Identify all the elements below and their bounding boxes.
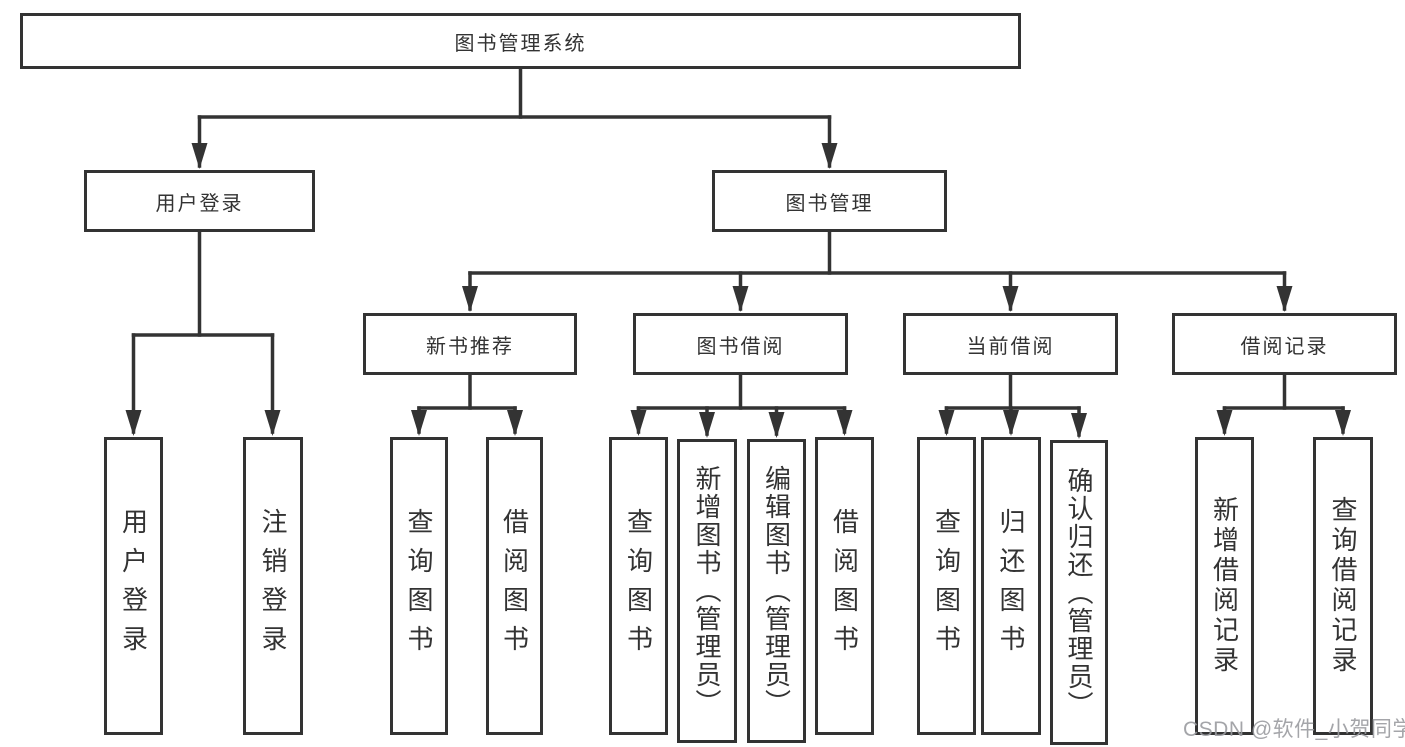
arrowheads bbox=[125, 143, 1351, 439]
node-label: 注销登录 bbox=[258, 508, 288, 664]
node-label: 查询图书 bbox=[623, 508, 654, 664]
leaf-query-borrowing-record: 查询借阅记录 bbox=[1313, 437, 1373, 735]
node-label: 借阅图书 bbox=[499, 508, 530, 664]
leaf-return-books: 归还图书 bbox=[981, 437, 1041, 735]
leaf-edit-books-admin: 编辑图书（管理员） bbox=[747, 439, 806, 743]
leaf-query-books: 查询图书 bbox=[390, 437, 448, 735]
node-library-management-system: 图书管理系统 bbox=[20, 13, 1021, 69]
node-current-borrowing: 当前借阅 bbox=[903, 313, 1118, 375]
leaf-add-books-admin: 新增图书（管理员） bbox=[677, 439, 737, 743]
leaf-logout: 注销登录 bbox=[243, 437, 303, 735]
node-label: 用户登录 bbox=[155, 192, 244, 215]
node-label: 查询图书 bbox=[931, 508, 962, 664]
node-new-book-recommendation: 新书推荐 bbox=[363, 313, 577, 375]
node-label: 归还图书 bbox=[996, 508, 1026, 664]
node-label: 图书管理 bbox=[785, 192, 874, 215]
leaf-confirm-return-admin: 确认归还（管理员） bbox=[1050, 440, 1108, 745]
leaf-query-books: 查询图书 bbox=[609, 437, 668, 735]
node-book-management: 图书管理 bbox=[712, 170, 947, 232]
node-label: 新增图书（管理员） bbox=[692, 465, 722, 717]
node-label: 新增借阅记录 bbox=[1209, 496, 1240, 676]
node-book-borrowing: 图书借阅 bbox=[633, 313, 848, 375]
leaf-user-login: 用户登录 bbox=[104, 437, 163, 735]
leaf-query-books: 查询图书 bbox=[917, 437, 976, 735]
node-label: 用户登录 bbox=[118, 508, 149, 664]
node-label: 图书借阅 bbox=[696, 335, 785, 358]
node-label: 新书推荐 bbox=[426, 335, 514, 358]
node-borrowing-records: 借阅记录 bbox=[1172, 313, 1397, 375]
node-label: 当前借阅 bbox=[966, 335, 1055, 358]
leaf-add-borrowing-record: 新增借阅记录 bbox=[1195, 437, 1254, 735]
node-label: 借阅记录 bbox=[1240, 335, 1329, 358]
node-label: 确认归还（管理员） bbox=[1064, 466, 1094, 719]
connector-lines bbox=[131, 66, 1345, 437]
leaf-borrow-books: 借阅图书 bbox=[815, 437, 874, 735]
node-label: 查询图书 bbox=[404, 508, 434, 664]
csdn-watermark: CSDN @软件_小贺同学 bbox=[1183, 718, 1405, 741]
leaf-borrow-books: 借阅图书 bbox=[486, 437, 543, 735]
node-user-login: 用户登录 bbox=[84, 170, 315, 232]
node-label: 查询借阅记录 bbox=[1328, 496, 1358, 676]
node-label: 借阅图书 bbox=[829, 508, 860, 664]
node-label: 编辑图书（管理员） bbox=[761, 465, 792, 717]
node-label: 图书管理系统 bbox=[454, 32, 587, 55]
